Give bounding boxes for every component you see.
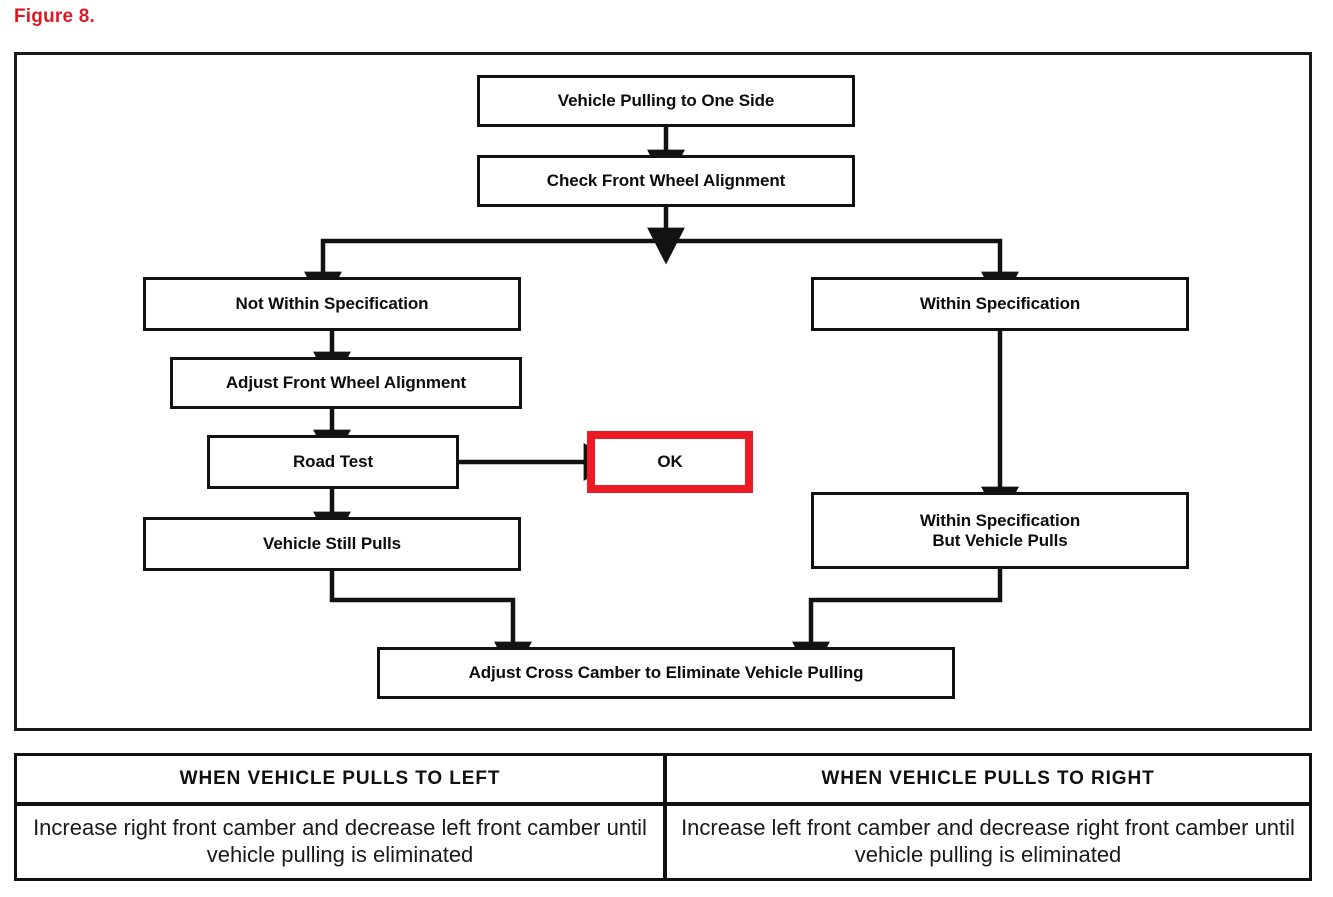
node-label: OK [657,452,683,472]
table-cell-left: Increase right front camber and decrease… [17,806,667,878]
node-ok[interactable]: OK [587,431,753,493]
node-vehicle-pulling-to-one-side[interactable]: Vehicle Pulling to One Side [477,75,855,127]
table-header-text: WHEN VEHICLE PULLS TO LEFT [179,768,501,789]
node-label: Vehicle Still Pulls [263,534,401,554]
node-adjust-front-wheel-alignment[interactable]: Adjust Front Wheel Alignment [170,357,522,409]
figure-caption: Figure 8. [14,6,95,27]
flowchart-frame: Vehicle Pulling to One Side Check Front … [14,52,1312,731]
edge-pulls-to-camber [792,569,1003,679]
camber-advice-table: WHEN VEHICLE PULLS TO LEFT WHEN VEHICLE … [14,753,1312,881]
node-label: Vehicle Pulling to One Side [557,91,775,111]
node-within-specification[interactable]: Within Specification [811,277,1189,331]
edge-split-to-not-within-spec [304,238,666,309]
edge-split-to-within-spec [666,238,1019,309]
table-header-text: WHEN VEHICLE PULLS TO RIGHT [821,768,1155,789]
node-label: Not Within Specification [235,294,429,314]
node-adjust-cross-camber[interactable]: Adjust Cross Camber to Eliminate Vehicle… [377,647,955,699]
table-header-cell-left: WHEN VEHICLE PULLS TO LEFT [17,756,667,802]
node-label: Road Test [292,452,374,472]
table-cell-right: Increase left front camber and decrease … [667,806,1309,878]
node-label: Within Specification [919,294,1081,314]
edge-stillpulls-to-camber [329,571,532,679]
node-vehicle-still-pulls[interactable]: Vehicle Still Pulls [143,517,521,571]
table-cell-text: Increase right front camber and decrease… [33,815,647,867]
node-label: Within Specification But Vehicle Pulls [919,511,1081,550]
table-header-cell-right: WHEN VEHICLE PULLS TO RIGHT [667,756,1309,802]
node-check-front-wheel-alignment[interactable]: Check Front Wheel Alignment [477,155,855,207]
node-road-test[interactable]: Road Test [207,435,459,489]
table-cell-text: Increase left front camber and decrease … [681,815,1295,867]
node-within-specification-but-vehicle-pulls[interactable]: Within Specification But Vehicle Pulls [811,492,1189,569]
node-not-within-specification[interactable]: Not Within Specification [143,277,521,331]
table-row: Increase right front camber and decrease… [17,806,1309,878]
node-label: Check Front Wheel Alignment [546,171,786,191]
node-label: Adjust Cross Camber to Eliminate Vehicle… [468,663,864,683]
table-header-row: WHEN VEHICLE PULLS TO LEFT WHEN VEHICLE … [17,756,1309,806]
node-label: Adjust Front Wheel Alignment [225,373,467,393]
flowchart-connectors [304,127,1019,679]
